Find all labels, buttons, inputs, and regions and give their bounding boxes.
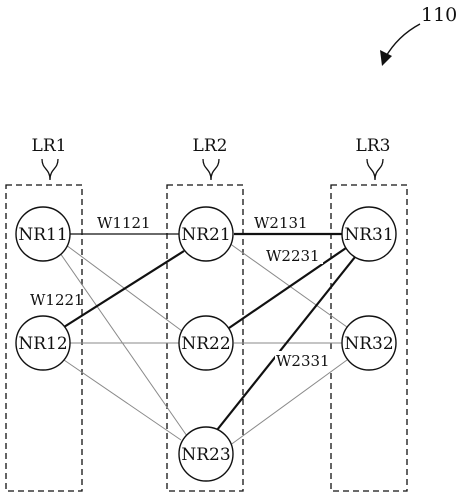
node-label-nr21: NR21 [181,225,230,245]
layer-label-lr1: LR1 [32,136,67,156]
reference-number: 110 [421,4,457,26]
layer-label-lr3: LR3 [356,136,391,156]
weight-label-w2331: W2331 [276,352,330,370]
layer-bracket-lr2 [202,158,220,181]
node-label-nr22: NR22 [181,334,230,354]
weight-label-bg [275,351,333,369]
weight-label-bg [96,213,154,231]
node-label-nr11: NR11 [18,225,67,245]
layer-label-lr2: LR2 [193,136,228,156]
node-nr11: NR11 [15,206,71,262]
weight-label-bg [253,213,311,231]
edge-nr11-nr22 [61,241,183,332]
weight-label-w1221: W1221 [30,291,84,309]
weight-label-w1121: W1121 [97,214,151,232]
node-nr12: NR12 [15,315,71,371]
edge-nr22-nr31 [228,247,347,329]
reference-arrow [384,23,421,59]
weight-label-bg [265,246,323,264]
edge-nr11-nr23 [59,252,188,437]
node-label-nr12: NR12 [18,334,67,354]
layer-bracket-lr1 [41,158,59,181]
edge-nr12-nr23 [63,359,182,441]
layer-bracket-lr3 [366,158,384,181]
node-nr31: NR31 [341,206,397,262]
node-label-nr31: NR31 [344,225,393,245]
layer-box-lr1 [5,184,83,492]
edge-nr12-nr21 [63,250,185,328]
node-nr21: NR21 [178,206,234,262]
edge-nr23-nr32 [228,359,348,447]
node-label-nr23: NR23 [181,445,230,465]
node-nr23: NR23 [178,426,234,482]
layer-box-lr3 [330,184,408,492]
weight-label-w2231: W2231 [266,247,320,265]
weight-label-w2131: W2131 [254,214,308,232]
reference-arrowhead-icon [380,50,392,66]
edge-nr23-nr31 [216,256,356,431]
node-nr32: NR32 [341,315,397,371]
node-nr22: NR22 [178,315,234,371]
edge-nr21-nr32 [228,242,348,328]
layer-box-lr2 [166,184,244,492]
node-label-nr32: NR32 [344,334,393,354]
